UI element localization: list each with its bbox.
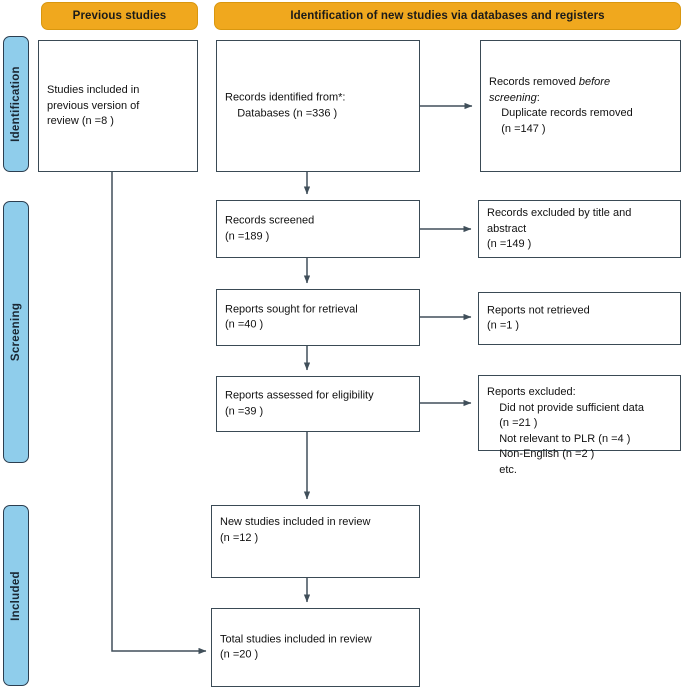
box-records-screened: Records screened (n =189 ) [216,200,420,258]
stage-label-screening: Screening [10,302,22,362]
records-removed-count: (n =147 ) [489,122,546,135]
box-total-studies-included: Total studies included in review (n =20 … [211,608,420,687]
records-removed-lead: Records removed [489,76,579,88]
records-removed-italic-screening: screening [489,91,537,104]
box-reports-not-retrieved-text: Reports not retrieved (n =1 ) [487,304,590,332]
box-records-removed-text: Records removed before screening: Duplica… [489,75,674,137]
banner-previous-studies: Previous studies [41,2,198,30]
box-previous-studies-included-text: Studies included in previous version of … [47,83,140,127]
records-removed-italic-before: before [578,76,611,88]
stage-label-identification: Identification [10,66,22,142]
stage-bar-identification: Identification [3,36,29,172]
stage-bar-included: Included [3,505,29,686]
arrow-previous-to-total [111,172,207,655]
box-records-identified: Records identified from*: Databases (n =… [216,40,420,172]
box-records-screened-text: Records screened (n =189 ) [225,214,315,243]
box-reports-sought: Reports sought for retrieval (n =40 ) [216,289,420,346]
box-reports-sought-text: Reports sought for retrieval (n =40 ) [225,303,358,331]
stage-bar-screening: Screening [3,201,29,463]
box-new-studies-included: New studies included in review (n =12 ) [211,505,420,578]
records-removed-duplicates: Duplicate records removed [489,107,633,119]
box-reports-assessed: Reports assessed for eligibility (n =39 … [216,376,420,432]
banner-previous-studies-label: Previous studies [72,10,167,22]
records-removed-colon: : [536,91,540,104]
box-total-studies-included-text: Total studies included in review (n =20 … [220,633,372,661]
banner-new-studies-label: Identification of new studies via databa… [290,10,605,22]
box-previous-studies-included: Studies included in previous version of … [38,40,198,172]
box-reports-assessed-text: Reports assessed for eligibility (n =39 … [225,389,374,418]
box-new-studies-included-text: New studies included in review (n =12 ) [220,516,371,544]
banner-new-studies: Identification of new studies via databa… [214,2,681,30]
box-reports-excluded: Reports excluded: Did not provide suffic… [478,375,681,476]
box-records-excluded: Records excluded by title and abstract (… [478,200,681,258]
box-records-identified-text: Records identified from*: Databases (n =… [225,91,346,120]
box-reports-excluded-text: Reports excluded: Did not provide suffic… [487,386,644,476]
box-records-excluded-text: Records excluded by title and abstract (… [487,206,632,250]
box-reports-not-retrieved: Reports not retrieved (n =1 ) [478,292,681,345]
box-records-removed: Records removed before screening: Duplica… [480,40,681,172]
stage-label-included: Included [10,570,22,621]
